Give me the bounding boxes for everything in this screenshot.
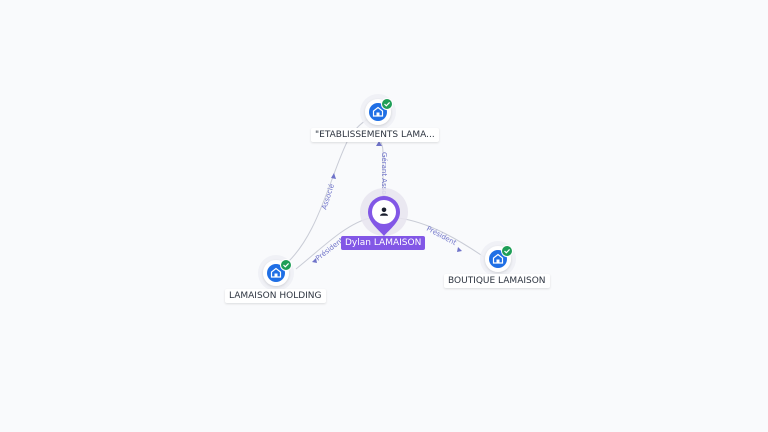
arrow-marker <box>312 258 317 263</box>
arrow-marker <box>457 247 462 252</box>
edge-holding-etablissements[interactable] <box>280 117 371 269</box>
check-badge-icon <box>381 98 393 110</box>
person-label[interactable]: Dylan LAMAISON <box>341 236 426 250</box>
company-node-holding[interactable] <box>258 255 294 291</box>
person-icon <box>380 207 388 216</box>
company-label-etablissements[interactable]: "ETABLISSEMENTS LAMA... <box>311 128 439 142</box>
company-label-holding[interactable]: LAMAISON HOLDING <box>225 289 326 303</box>
arrow-marker <box>331 173 336 179</box>
check-badge-icon <box>280 259 292 271</box>
building-icon <box>267 264 285 282</box>
edge-label-president-boutique: Président <box>425 225 458 248</box>
company-node-etablissements[interactable] <box>360 94 396 130</box>
person-node[interactable] <box>360 188 408 236</box>
edge-label-gerant-associe: Gérant Associé <box>380 152 388 205</box>
company-label-boutique[interactable]: BOUTIQUE LAMAISON <box>444 274 550 288</box>
edge-person-boutique[interactable] <box>397 217 485 258</box>
arrow-marker <box>376 141 382 146</box>
check-badge-icon <box>501 245 513 257</box>
edge-arrows <box>312 141 462 263</box>
edge-label-associe: Associé <box>320 183 336 211</box>
company-node-boutique[interactable] <box>480 241 516 277</box>
